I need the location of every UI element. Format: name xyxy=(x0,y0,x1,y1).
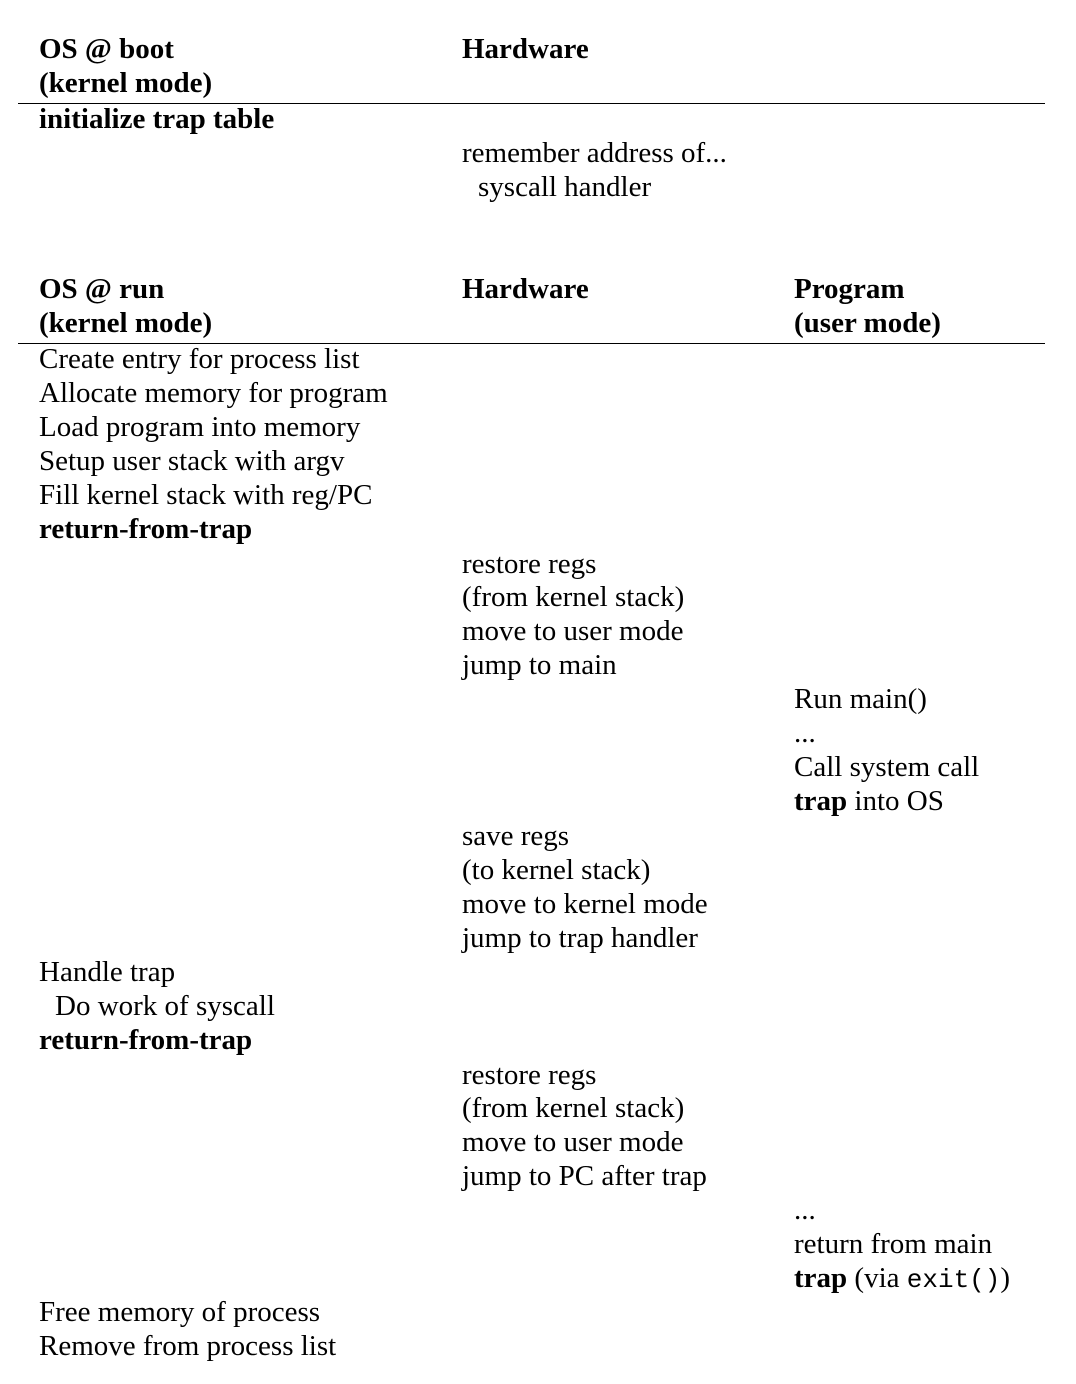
boot-header-rule xyxy=(18,103,1045,104)
run-prog-header-line1: Program xyxy=(794,273,905,305)
run-hw-row: restore regs xyxy=(462,1059,597,1091)
run-hw-row: jump to main xyxy=(462,649,617,681)
run-hw-row: save regs xyxy=(462,820,570,852)
run-os-row: Setup user stack with argv xyxy=(39,445,345,477)
run-prog-row: Call system call xyxy=(794,751,980,783)
run-hw-row: (from kernel stack) xyxy=(462,1092,685,1124)
run-os-row: return-from-trap xyxy=(39,513,253,545)
run-os-header-line1: OS @ run xyxy=(39,273,165,305)
run-hw-row: move to user mode xyxy=(462,615,684,647)
run-hw-row: (to kernel stack) xyxy=(462,854,651,886)
boot-hw-row: syscall handler xyxy=(478,171,652,203)
run-os-row: Free memory of process xyxy=(39,1296,321,1328)
close-paren: ) xyxy=(1000,1262,1011,1294)
run-hw-row: move to user mode xyxy=(462,1126,684,1158)
run-prog-row: trap (via exit()) xyxy=(794,1261,1010,1295)
run-os-header-line2: (kernel mode) xyxy=(39,307,213,339)
run-hw-row: move to kernel mode xyxy=(462,888,708,920)
boot-hw-row: remember address of... xyxy=(462,137,727,169)
trap-keyword: trap xyxy=(794,1262,848,1294)
run-prog-row: return from main xyxy=(794,1228,993,1260)
run-prog-row: ... xyxy=(794,717,816,749)
run-os-row: Load program into memory xyxy=(39,411,361,443)
run-hw-row: jump to trap handler xyxy=(462,922,698,954)
run-hw-row: restore regs xyxy=(462,548,597,580)
run-os-row: Do work of syscall xyxy=(55,990,275,1022)
run-os-row: Create entry for process list xyxy=(39,343,360,375)
via-text: (via xyxy=(847,1262,907,1294)
boot-os-header-line1: OS @ boot xyxy=(39,33,174,65)
boot-os-row: initialize trap table xyxy=(39,103,275,135)
boot-hw-header: Hardware xyxy=(462,33,589,65)
run-hw-row: (from kernel stack) xyxy=(462,581,685,613)
run-hw-row: jump to PC after trap xyxy=(462,1160,707,1192)
run-header-rule xyxy=(18,343,1045,344)
run-prog-row: Run main() xyxy=(794,683,927,715)
run-os-row: Remove from process list xyxy=(39,1330,337,1362)
run-hw-header: Hardware xyxy=(462,273,589,305)
boot-os-header-line2: (kernel mode) xyxy=(39,67,213,99)
run-os-row: return-from-trap xyxy=(39,1024,253,1056)
trap-keyword: trap xyxy=(794,785,848,817)
run-prog-row: trap into OS xyxy=(794,784,944,818)
run-os-row: Allocate memory for program xyxy=(39,377,388,409)
run-os-row: Handle trap xyxy=(39,956,176,988)
run-os-row: Fill kernel stack with reg/PC xyxy=(39,479,373,511)
exit-code: exit() xyxy=(906,1265,1001,1295)
run-prog-row: ... xyxy=(794,1194,816,1226)
run-prog-header-line2: (user mode) xyxy=(794,307,941,339)
trap-suffix: into OS xyxy=(847,785,944,817)
